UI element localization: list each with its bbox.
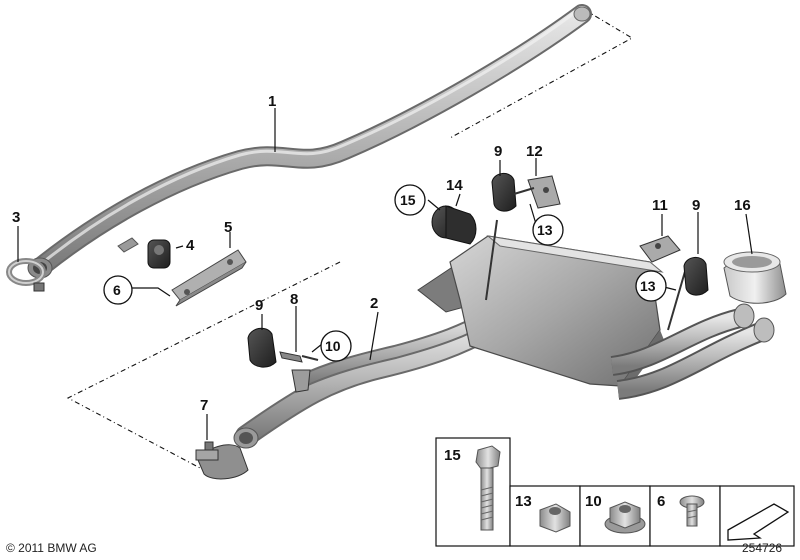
circle-label-13a (532, 214, 564, 246)
label-part-7: 7 (200, 397, 208, 414)
label-part-6: 6 (113, 282, 121, 298)
part-labels: 1 3 4 5 9 8 2 7 14 9 12 11 9 16 (12, 93, 751, 414)
label-part-3: 3 (12, 209, 20, 226)
legend-frame-screw-6 (649, 485, 721, 547)
leader-lines (17, 108, 753, 440)
label-part-13a: 13 (537, 222, 553, 238)
label-part-13b: 13 (640, 278, 656, 294)
label-part-4: 4 (186, 237, 195, 254)
boundary-lines (66, 9, 634, 469)
label-part-5: 5 (224, 219, 232, 236)
label-part-8: 8 (290, 291, 298, 308)
rubber-mount-part-9a (247, 327, 277, 368)
label-part-16: 16 (734, 197, 751, 214)
label-part-10: 10 (325, 338, 341, 354)
hardware-legend: 15 13 10 6 (435, 437, 795, 547)
label-part-15: 15 (400, 192, 416, 208)
bolt-icon (475, 445, 501, 531)
legend-label-10: 10 (585, 493, 602, 510)
bracket-part-5 (171, 249, 247, 307)
legend-label-6: 6 (657, 493, 665, 510)
circle-label-13b (635, 270, 667, 302)
label-part-1: 1 (268, 93, 276, 110)
label-part-2: 2 (370, 295, 378, 312)
rubber-mount-part-9c (683, 257, 709, 296)
label-part-9c: 9 (692, 197, 700, 214)
bracket-part-12 (513, 175, 561, 209)
legend-label-15: 15 (444, 447, 461, 464)
rear-muffler-part (233, 219, 775, 449)
rubber-mount-part-4 (147, 239, 171, 269)
flange-nut-icon-10 (604, 501, 646, 534)
circle-label-10 (320, 330, 352, 362)
copyright-text: © 2011 BMW AG (6, 541, 97, 555)
direction-arrow-icon (727, 503, 790, 541)
nut-icon-13 (539, 503, 571, 533)
screw-icon-6 (679, 495, 705, 527)
circle-label-15 (394, 184, 426, 216)
circled-labels: 6 10 15 13 13 (103, 184, 667, 362)
label-part-14: 14 (446, 177, 463, 194)
tailpipe-part-16 (723, 251, 787, 304)
circle-label-6 (103, 275, 133, 305)
figure-id: 254726 (742, 541, 782, 555)
legend-label-13: 13 (515, 493, 532, 510)
hanger-bracket-part-8 (279, 351, 319, 393)
rubber-mount-part-9b (491, 173, 517, 212)
label-part-11: 11 (652, 197, 668, 214)
label-part-9a: 9 (255, 297, 263, 314)
label-part-9b: 9 (494, 143, 502, 160)
bracket-part-11 (639, 235, 681, 263)
label-part-12: 12 (526, 143, 543, 160)
clamp-part-7 (195, 441, 249, 480)
damper-part-14 (431, 205, 477, 245)
front-pipe-part (27, 4, 592, 279)
clamp-part (6, 258, 46, 292)
